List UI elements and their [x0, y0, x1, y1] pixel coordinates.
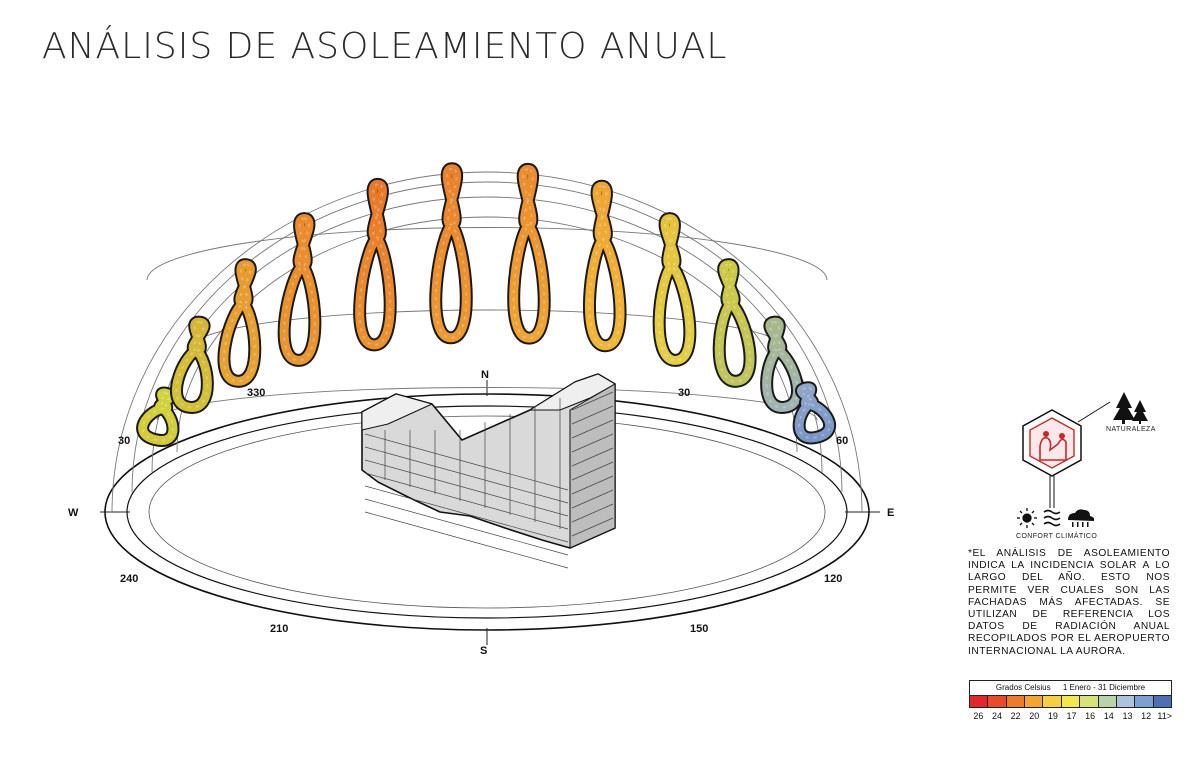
- dome-latitude: [186, 309, 788, 351]
- scale-swatch: [1134, 696, 1153, 707]
- wind-icon: [1043, 509, 1061, 527]
- scale-header: Grados Celsius 1 Enero - 31 Diciembre: [970, 681, 1171, 696]
- analemma-loop: [794, 383, 835, 443]
- scale-swatch: [1042, 696, 1061, 707]
- compass-330-label: 330: [247, 387, 265, 399]
- compass-240-label: 240: [120, 573, 138, 585]
- building-floor-line: [571, 405, 614, 425]
- building-floor-line: [571, 475, 614, 495]
- temperature-scale: Grados Celsius 1 Enero - 31 Diciembre: [969, 680, 1172, 708]
- building-floor-line: [571, 489, 614, 509]
- analemma-loop: [714, 260, 755, 386]
- analemma-loop: [762, 317, 802, 412]
- scale-tick-label: 24: [991, 711, 1002, 721]
- scale-tick-label: 13: [1122, 711, 1133, 721]
- compass-axes: [100, 380, 880, 645]
- compass-west-label: W: [68, 507, 79, 519]
- scale-unit-label: Grados Celsius: [995, 683, 1051, 692]
- scale-swatches: [970, 696, 1171, 707]
- analemma-texture: [588, 185, 622, 347]
- scale-swatch: [987, 696, 1006, 707]
- building-floor-line: [571, 517, 614, 537]
- compass-210-label: 210: [270, 623, 288, 635]
- analemma-loop: [355, 179, 395, 350]
- scale-swatch: [1115, 696, 1135, 707]
- rain-cloud-icon: [1068, 509, 1095, 527]
- building-floor-line: [571, 503, 614, 523]
- dome-latitude: [146, 227, 828, 281]
- analemma-loop: [654, 214, 695, 365]
- building-floor-line: [364, 433, 569, 491]
- analemma-loop: [138, 388, 178, 445]
- analemma-loop: [431, 164, 471, 343]
- building-floor-line: [364, 459, 569, 517]
- analemma-texture: [358, 183, 392, 346]
- compass-300-label: 30: [118, 435, 130, 447]
- analemma-texture: [141, 392, 174, 442]
- sun-icon: [1017, 508, 1037, 528]
- scale-swatch: [1079, 696, 1098, 707]
- scale-tick-label: 22: [1010, 711, 1021, 721]
- scale-date-range: 1 Enero - 31 Diciembre: [1062, 683, 1146, 692]
- compass-150-label: 150: [690, 623, 708, 635]
- dome-arc: [131, 181, 843, 493]
- connector-line: [1077, 401, 1111, 423]
- scale-swatch: [970, 696, 988, 707]
- scale-tick-label: 16: [1085, 711, 1096, 721]
- compass-south-label: S: [480, 645, 487, 657]
- compass-north-label: N: [481, 369, 489, 381]
- analemma-texture: [765, 321, 799, 409]
- building-floor-line: [571, 419, 614, 439]
- dome-arc: [111, 171, 863, 513]
- dome-arc: [176, 216, 798, 453]
- scale-tick-label: 11>: [1157, 711, 1173, 721]
- building-floors: [364, 391, 614, 569]
- building-floor-line: [571, 447, 614, 467]
- scale-tick-label: 19: [1047, 711, 1058, 721]
- compass-120-label: 120: [824, 573, 842, 585]
- building-floor-line: [364, 446, 569, 504]
- compass-60-label: 60: [836, 435, 848, 447]
- analemma-loop: [219, 260, 260, 386]
- analysis-note: *EL ANÁLISIS DE ASOLEAMIENTO INDICA LA I…: [968, 548, 1170, 657]
- scale-swatch: [1152, 696, 1171, 707]
- scale-swatch: [1005, 696, 1025, 707]
- analemma-texture: [434, 167, 468, 339]
- compass-east-label: E: [887, 507, 894, 519]
- scale-tick-label: 12: [1141, 711, 1152, 721]
- climate-hexagon-icon: [1022, 409, 1082, 477]
- scale-swatch: [1024, 696, 1043, 707]
- analemma-texture: [175, 321, 209, 409]
- compass-30-label: 30: [678, 387, 690, 399]
- nature-tree-icon: [1113, 392, 1148, 424]
- analemma-loop: [172, 317, 212, 412]
- analemma-loops: [136, 162, 837, 447]
- building-floor-line: [364, 472, 569, 530]
- scale-tick-label: 26: [973, 711, 984, 721]
- scale-swatch: [1060, 696, 1080, 707]
- analemma-texture: [512, 168, 546, 340]
- building-floor-line: [571, 433, 614, 453]
- analemma-loop: [279, 214, 320, 365]
- building-floor-line: [571, 391, 614, 411]
- climate-comfort-label: CONFORT CLIMÁTICO: [1016, 533, 1098, 540]
- page-title: ANÁLISIS DE ASOLEAMIENTO ANUAL: [42, 26, 728, 67]
- analemma-loop: [585, 181, 625, 351]
- analemma-texture: [798, 386, 831, 439]
- scale-ticks: 26 24 22 20 19 17 16 14 13 12 11>: [969, 711, 1174, 721]
- scale-tick-label: 14: [1103, 711, 1114, 721]
- scale-tick-label: 17: [1066, 711, 1077, 721]
- scale-swatch: [1097, 696, 1116, 707]
- scale-tick-label: 20: [1029, 711, 1040, 721]
- building-floor-line: [364, 511, 569, 569]
- analemma-loop: [509, 164, 549, 343]
- building-floor-line: [364, 485, 569, 543]
- building-model: [361, 373, 616, 549]
- building-floor-line: [364, 498, 569, 556]
- nature-label: NATURALEZA: [1106, 426, 1156, 433]
- building-floor-line: [571, 461, 614, 481]
